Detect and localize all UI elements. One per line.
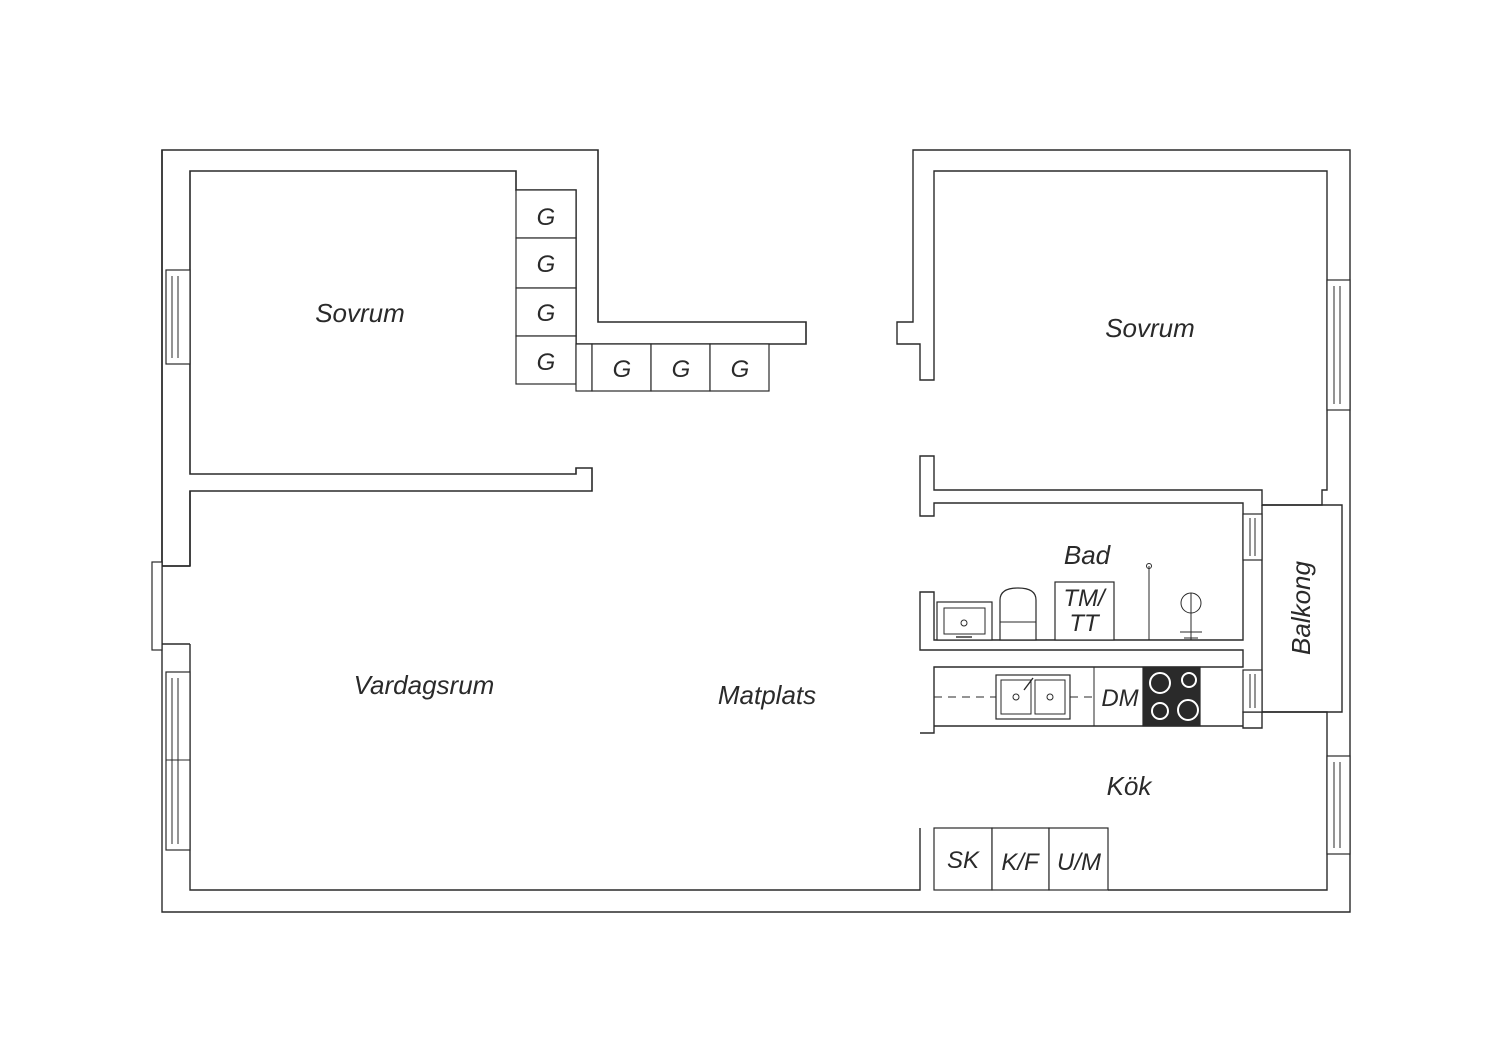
window-left-lower (165, 671, 191, 851)
dishwasher-label: DM (1101, 685, 1138, 712)
washer-dryer: TM/ TT (1054, 581, 1115, 641)
wardrobe-cell (515, 287, 577, 337)
outer-wall-left-lower (161, 149, 1351, 913)
room-label-dining: Matplats (718, 680, 816, 710)
window-right-upper (1326, 279, 1351, 411)
window-left-upper (165, 269, 191, 365)
wardrobe-label: G (613, 356, 632, 383)
room-label-bath: Bad (1064, 540, 1112, 570)
room-label-bedroom-left: Sovrum (315, 298, 405, 328)
wardrobe-cell (575, 343, 593, 392)
room-label-living: Vardagsrum (354, 670, 495, 700)
wardrobe-label: G (672, 356, 691, 383)
cabinet-kf-label: K/F (1001, 849, 1040, 876)
shower-head-icon (1180, 592, 1202, 640)
window-bath (1242, 513, 1263, 561)
wardrobe-cell (709, 343, 770, 392)
room-label-bedroom-right: Sovrum (1105, 313, 1195, 343)
window-kitchen (1242, 669, 1263, 713)
toilet-icon (999, 587, 1037, 641)
door-stub-bottom-left (162, 565, 190, 645)
room-label-balcony: Balkong (1286, 560, 1316, 654)
washbasin-icon (936, 601, 993, 641)
balcony-wall (1262, 504, 1343, 713)
shower-curtain-icon (1146, 563, 1152, 640)
wardrobe-cell (515, 335, 577, 385)
window-right-lower (1326, 755, 1351, 855)
stove-icon (1142, 666, 1201, 727)
wardrobe-cell (515, 189, 577, 239)
wardrobe-label: G (537, 300, 556, 327)
wardrobe-label: G (537, 251, 556, 278)
room-label-kitchen: Kök (1107, 771, 1154, 801)
cabinet-um-label: U/M (1057, 849, 1101, 876)
cabinet-sk-label: SK (947, 847, 980, 874)
washer-dryer-label-2: TT (1069, 610, 1101, 637)
cabinet-kf (991, 827, 1050, 891)
wardrobe-label: G (731, 356, 750, 383)
wardrobe-label: G (537, 349, 556, 376)
washer-dryer-label-1: TM/ (1063, 585, 1107, 612)
cabinet-um (1048, 827, 1109, 891)
kitchen-counter (934, 667, 1243, 727)
cabinet-sk (933, 827, 993, 891)
wardrobe-cell (591, 343, 652, 392)
wardrobe-cell (515, 237, 577, 289)
wardrobe-label: G (537, 204, 556, 231)
window-left-door (151, 561, 163, 651)
